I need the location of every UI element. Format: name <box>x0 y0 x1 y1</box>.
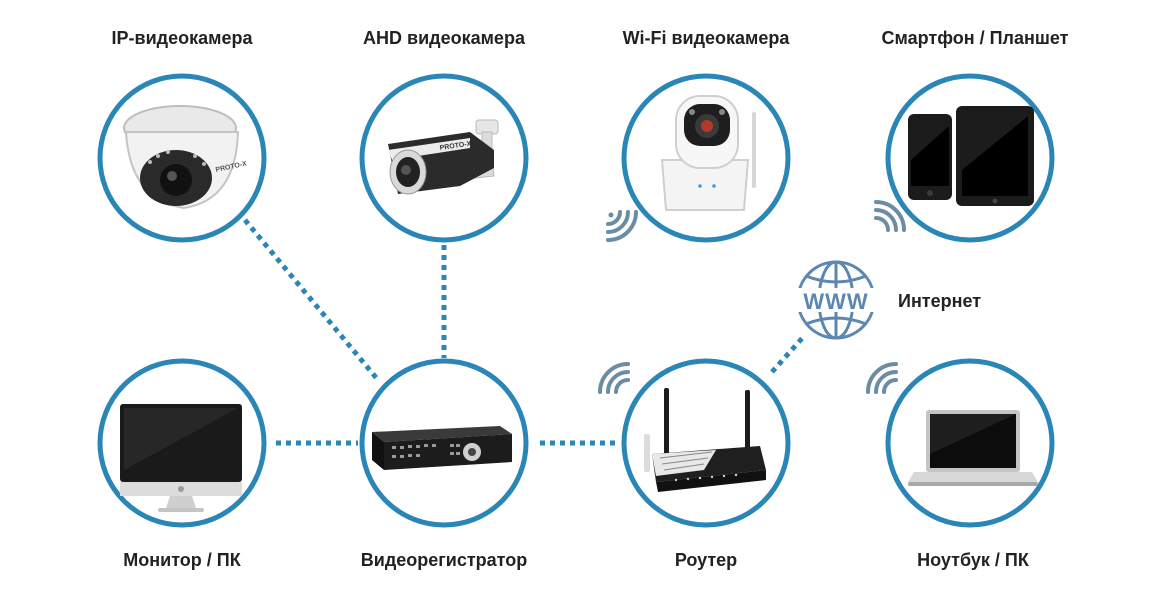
connector-router-internet <box>770 333 807 374</box>
label-monitor-pc: Монитор / ПК <box>123 550 241 570</box>
smartphone-tablet-icon <box>908 106 1034 206</box>
ahd-bullet-camera-icon: PROTO-X <box>388 119 499 195</box>
internet-globe-icon <box>796 260 876 340</box>
dvr-icon <box>372 426 512 470</box>
label-router: Роутер <box>674 550 738 570</box>
wifi-signal-icon <box>874 200 906 232</box>
label-ahd-camera: AHD видеокамера <box>363 28 525 48</box>
label-internet: Интернет <box>898 291 982 311</box>
wifi-signal-icon <box>598 362 630 394</box>
label-ip-camera: IP-видеокамера <box>111 28 253 48</box>
ip-dome-camera-icon: PROTO-X <box>123 105 248 210</box>
connectors <box>243 218 807 446</box>
label-laptop-pc: Ноутбук / ПК <box>917 550 1029 570</box>
wifi-signal-icon <box>866 362 898 394</box>
internet-globe-text: WWW <box>803 289 868 314</box>
connector-ip-camera-dvr <box>243 218 380 382</box>
label-dvr: Видеорегистратор <box>360 550 528 570</box>
wifi-camera-icon <box>660 95 756 211</box>
wifi-signal-icon <box>606 210 638 242</box>
svg-text:PROTO-X: PROTO-X <box>439 141 472 152</box>
monitor-pc-icon <box>120 404 242 512</box>
laptop-icon <box>908 410 1038 486</box>
label-wifi-camera: Wi-Fi видеокамера <box>622 28 790 48</box>
label-smartphone-tablet: Смартфон / Планшет <box>881 28 1069 48</box>
router-icon <box>644 388 766 492</box>
